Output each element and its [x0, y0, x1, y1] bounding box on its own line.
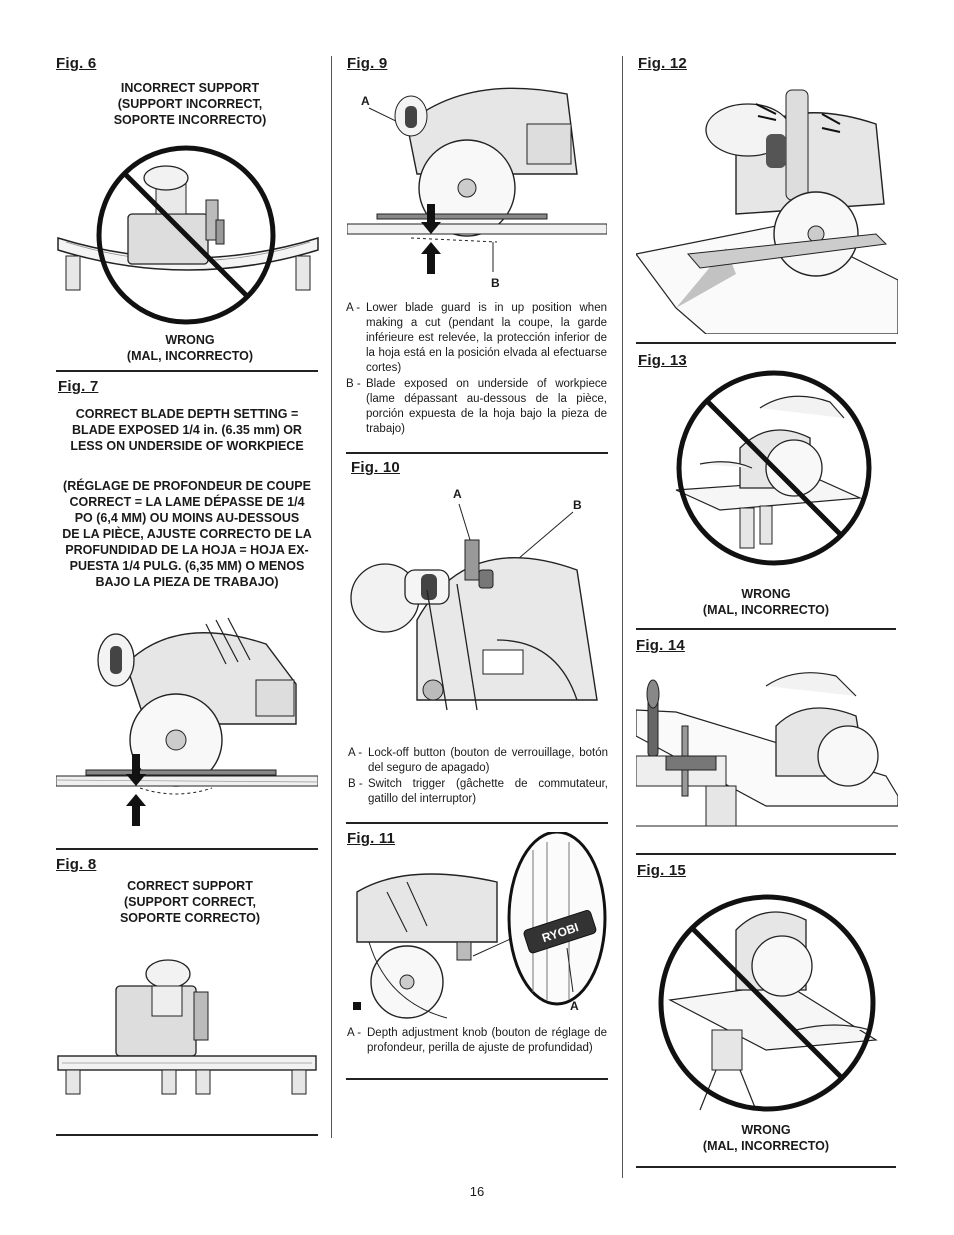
fig14-title: Fig. 14	[636, 637, 685, 654]
fig15-wrong-label: WRONG (MAL, INCORRECTO)	[702, 1123, 830, 1153]
fig11-bottom-rule	[346, 1078, 608, 1080]
fig10-trigger-illustration	[350, 503, 598, 711]
column-divider-left	[331, 56, 332, 1138]
page-number: 16	[469, 1184, 485, 1199]
fig6-bottom-rule	[56, 370, 318, 372]
fig13-wrong-label: WRONG (MAL, INCORRECTO)	[702, 587, 830, 617]
fig13-prohibition-icon	[676, 370, 872, 566]
fig10-label-a: A	[453, 487, 462, 501]
fig14-bottom-rule	[636, 853, 896, 855]
fig11-title: Fig. 11	[347, 830, 396, 847]
fig13-wrong-hand-position-illustration	[675, 395, 863, 549]
fig9-legend-item-b: B - Blade exposed on underside of workpi…	[346, 378, 607, 435]
fig9-label-a: A	[361, 94, 370, 108]
fig10-legend: A - Lock-off button (bouton de verrouill…	[348, 746, 608, 808]
fig8-title: Fig. 8	[56, 856, 97, 873]
fig10-title: Fig. 10	[351, 459, 400, 476]
fig13-bottom-rule	[636, 628, 896, 630]
fig6-prohibition-icon	[96, 145, 276, 325]
fig9-lower-guard-illustration	[347, 87, 607, 274]
fig6-caption: INCORRECT SUPPORT (SUPPORT INCORRECT, SO…	[113, 81, 267, 127]
fig8-correct-support-illustration	[57, 959, 317, 1095]
fig9-legend-item-a: A - Lower blade guard is in up position …	[346, 302, 607, 374]
fig12-title: Fig. 12	[638, 55, 687, 72]
column-divider-right	[622, 56, 623, 1178]
fig8-bottom-rule	[56, 1134, 318, 1136]
fig15-wrong-support-illustration	[668, 911, 878, 1111]
fig7-title: Fig. 7	[58, 378, 99, 395]
fig9-legend: A - Lower blade guard is in up position …	[346, 301, 607, 438]
fig7-bottom-rule	[56, 848, 318, 850]
fig14-clamped-workpiece-illustration	[636, 672, 898, 827]
fig12-line-of-cut-illustration	[636, 89, 898, 334]
fig11-depth-knob-illustration: RYOBI	[353, 832, 607, 1019]
fig15-prohibition-icon	[658, 894, 876, 1112]
fig11-legend-item-a: A - Depth adjustment knob (bouton de rég…	[347, 1027, 607, 1054]
fig10-bottom-rule	[346, 822, 608, 824]
fig9-label-b: B	[491, 276, 500, 290]
fig7-caption-fr-es: (RÉGLAGE DE PROFONDEUR DE COUPE CORRECT …	[62, 479, 312, 589]
fig7-blade-depth-illustration	[56, 617, 318, 826]
fig10-legend-item-a: A - Lock-off button (bouton de verrouill…	[348, 747, 608, 774]
fig6-wrong-label: WRONG (MAL, INCORRECTO)	[126, 333, 254, 363]
fig11-legend: A - Depth adjustment knob (bouton de rég…	[347, 1026, 607, 1057]
fig8-caption: CORRECT SUPPORT (SUPPORT CORRECT, SOPORT…	[119, 879, 261, 925]
fig12-bottom-rule	[636, 342, 896, 344]
fig15-bottom-rule	[636, 1166, 896, 1168]
fig11-label-a: A	[570, 999, 579, 1013]
fig7-caption-en: CORRECT BLADE DEPTH SETTING = BLADE EXPO…	[70, 407, 304, 453]
fig9-title: Fig. 9	[347, 55, 388, 72]
fig10-legend-item-b: B - Switch trigger (gâchette de commutat…	[348, 778, 608, 805]
fig15-title: Fig. 15	[637, 862, 686, 879]
fig10-label-b: B	[573, 498, 582, 512]
fig13-title: Fig. 13	[638, 352, 687, 369]
fig6-title: Fig. 6	[56, 55, 97, 72]
fig9-bottom-rule	[346, 452, 608, 454]
